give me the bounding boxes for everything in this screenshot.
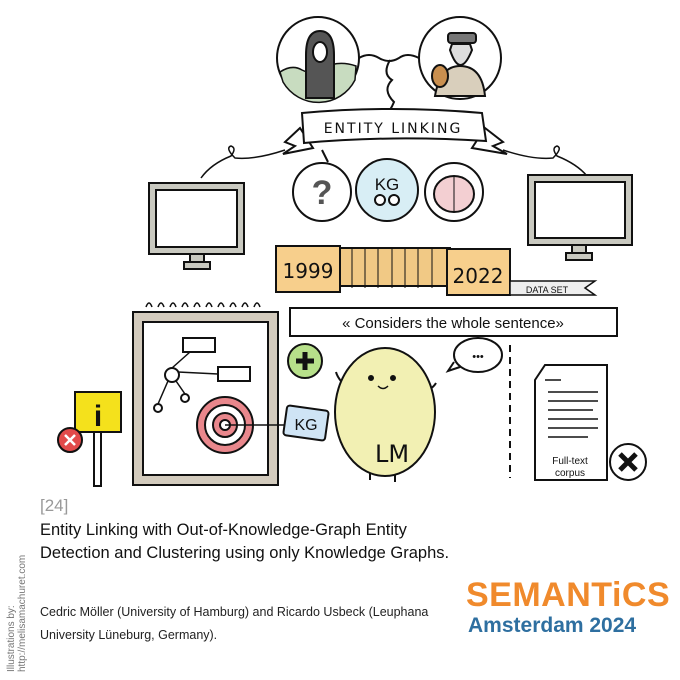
speech-bubble: •••: [445, 337, 503, 373]
svg-text:?: ?: [312, 174, 333, 212]
svg-text:corpus: corpus: [555, 468, 585, 479]
question-bubble: ?: [292, 149, 352, 222]
svg-text:Full-text: Full-text: [552, 456, 588, 467]
info-sign: i: [57, 391, 122, 487]
svg-text:KG: KG: [294, 417, 317, 434]
svg-text:i: i: [94, 400, 102, 433]
brain-bubble: [424, 162, 484, 222]
illustration-credit: Illustrations by: http://melisamachuret.…: [6, 555, 28, 672]
kg-people-bubble: KG: [355, 158, 419, 222]
painter-portrait: [418, 16, 502, 100]
monitor-left-icon: [148, 182, 245, 270]
dataset-folder: 1999 2022 DATA SET: [275, 245, 598, 296]
svg-text:DATA SET: DATA SET: [526, 285, 569, 295]
cross-icon: [609, 443, 647, 481]
svg-text:KG: KG: [375, 175, 400, 194]
full-text-corpus-document: Full-text corpus: [534, 364, 608, 481]
paper-number: [24]: [40, 496, 69, 515]
svg-text:« Considers the whole sentence: « Considers the whole sentence»: [342, 315, 564, 332]
knowledge-graph-notebook: [132, 302, 290, 486]
kg-tag: KG: [282, 404, 330, 442]
svg-text:•••: •••: [472, 351, 484, 363]
monitor-right-icon: [527, 174, 633, 261]
credit-label: Illustrations by:: [6, 605, 17, 672]
paper-authors: Cedric Möller (University of Hamburg) an…: [40, 605, 429, 642]
quote-box: [289, 307, 618, 337]
svg-text:ENTITY LINKING: ENTITY LINKING: [324, 121, 463, 137]
conference-logo: SEMANTiCS: [466, 576, 671, 614]
svg-text:1999: 1999: [283, 259, 334, 283]
mona-lisa-portrait: [276, 16, 360, 104]
conference-location: Amsterdam 2024: [468, 614, 637, 637]
lm-character: LM: [334, 347, 437, 482]
svg-text:LM: LM: [375, 440, 409, 468]
plus-icon: [287, 343, 323, 379]
credit-url[interactable]: http://melisamachuret.com: [17, 554, 28, 672]
svg-text:2022: 2022: [453, 264, 504, 288]
entity-linking-banner: ENTITY LINKING: [282, 108, 508, 155]
paper-title: Entity Linking with Out-of-Knowledge-Gra…: [40, 521, 450, 562]
